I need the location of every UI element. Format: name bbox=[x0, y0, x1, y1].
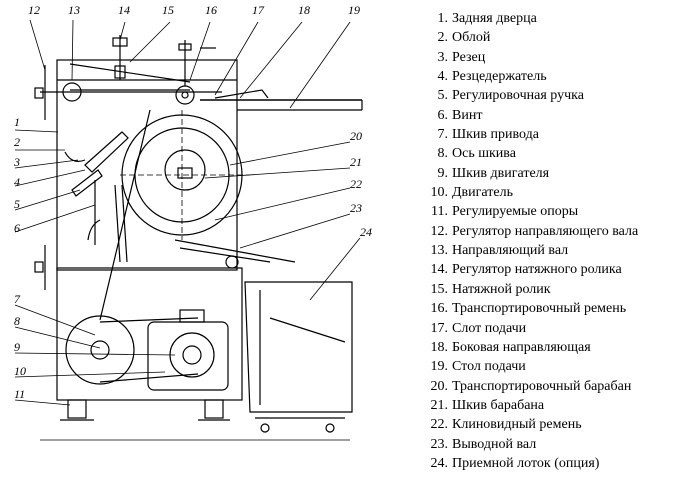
legend-item: 17.Слот подачи bbox=[430, 320, 527, 336]
legend-item: 19.Стол подачи bbox=[430, 359, 526, 375]
label-2: 2 bbox=[14, 135, 20, 149]
legend-item: 9.Шкив двигателя bbox=[437, 165, 550, 181]
upper-cabinet bbox=[56, 59, 238, 271]
label-11: 11 bbox=[14, 387, 25, 401]
label-21: 21 bbox=[350, 155, 362, 169]
label-20: 20 bbox=[350, 129, 362, 143]
label-18: 18 bbox=[298, 3, 310, 17]
label-8: 8 bbox=[14, 314, 20, 328]
drum-pulley bbox=[164, 149, 206, 191]
legend-item: 1.Задняя дверца bbox=[437, 11, 537, 26]
lower-base bbox=[56, 267, 243, 401]
label-15: 15 bbox=[162, 3, 174, 17]
legend-item: 24.Приемной лоток (опция) bbox=[430, 455, 600, 471]
machine-drawing: 12 13 14 15 16 17 18 19 1 2 3 4 5 6 20 2… bbox=[13, 3, 372, 441]
legend-item: 21.Шкив барабана bbox=[430, 397, 545, 413]
label-3: 3 bbox=[13, 155, 20, 169]
receiving-tray bbox=[244, 281, 353, 413]
label-1: 1 bbox=[14, 115, 20, 129]
label-23: 23 bbox=[350, 201, 362, 215]
legend-item: 10.Двигатель bbox=[430, 185, 513, 201]
legend-item: 11.Регулируемые опоры bbox=[431, 204, 579, 220]
legend-item: 15.Натяжной ролик bbox=[430, 281, 551, 297]
label-12: 12 bbox=[28, 3, 40, 17]
legend-item: 13.Направляющий вал bbox=[430, 243, 569, 259]
label-7: 7 bbox=[14, 292, 21, 306]
guide-shaft-roller bbox=[62, 82, 82, 102]
legend-item: 6.Винт bbox=[437, 107, 483, 123]
part-number-labels: 12 13 14 15 16 17 18 19 1 2 3 4 5 6 20 2… bbox=[13, 3, 372, 401]
motor bbox=[147, 321, 229, 391]
cutter-holder bbox=[84, 131, 129, 173]
legend-item: 12.Регулятор направляющего вала bbox=[430, 223, 639, 239]
drive-pulley bbox=[65, 315, 135, 385]
legend-item: 5.Регулировочная ручка bbox=[437, 88, 584, 104]
legend-item: 8.Ось шкива bbox=[437, 146, 516, 162]
legend-item: 22.Клиновидный ремень bbox=[430, 417, 582, 433]
label-22: 22 bbox=[350, 177, 362, 191]
label-6: 6 bbox=[14, 221, 20, 235]
label-14: 14 bbox=[118, 3, 130, 17]
label-16: 16 bbox=[205, 3, 217, 17]
legend-item: 18.Боковая направляющая bbox=[430, 339, 591, 355]
label-24: 24 bbox=[360, 225, 372, 239]
tension-roller bbox=[175, 85, 195, 105]
legend-item: 16.Транспортировочный ремень bbox=[430, 301, 627, 317]
legend-item: 7.Шкив привода bbox=[437, 127, 539, 143]
motor-pulley bbox=[169, 332, 215, 378]
label-17: 17 bbox=[252, 3, 265, 17]
output-shaft bbox=[225, 255, 239, 269]
label-13: 13 bbox=[68, 3, 80, 17]
label-10: 10 bbox=[14, 364, 26, 378]
legend-item: 20.Транспортировочный барабан bbox=[430, 378, 632, 394]
legend-item: 3.Резец bbox=[437, 49, 486, 65]
legend-item: 23.Выводной вал bbox=[430, 436, 537, 452]
label-4: 4 bbox=[14, 175, 20, 189]
legend-item: 2.Облой bbox=[437, 30, 491, 46]
parts-legend: 1.Задняя дверца 2.Облой 3.Резец 4.Резцед… bbox=[428, 9, 678, 473]
label-9: 9 bbox=[14, 340, 20, 354]
legend-item: 4.Резцедержатель bbox=[437, 69, 547, 85]
label-5: 5 bbox=[14, 197, 20, 211]
label-19: 19 bbox=[348, 3, 360, 17]
legend-item: 14.Регулятор натяжного ролика bbox=[430, 262, 622, 278]
